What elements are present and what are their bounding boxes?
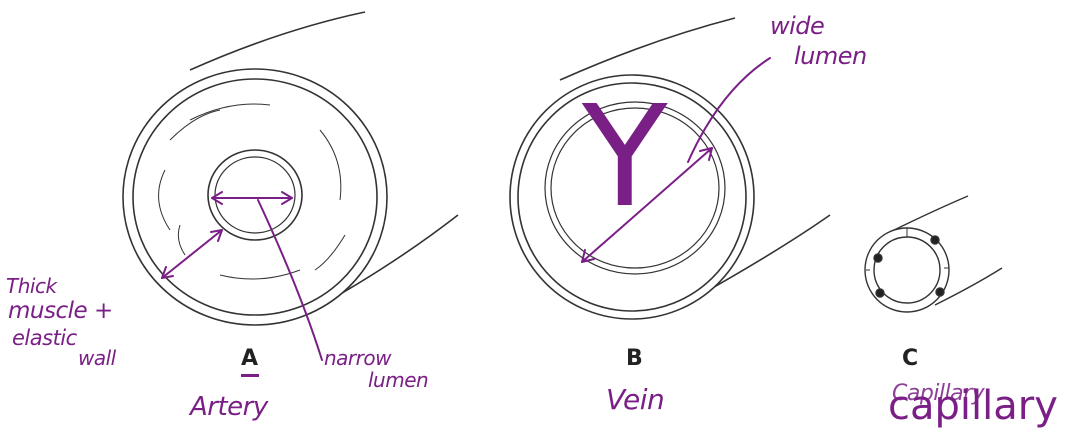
vessel-letter-b: B xyxy=(626,346,643,371)
lumen-b-note-line1: wide xyxy=(770,14,824,38)
artery-note: Artery xyxy=(190,394,268,420)
lumen-b-note-line2: lumen xyxy=(794,44,867,68)
vein-note: Vein xyxy=(606,386,664,414)
big-letter-b: Y xyxy=(582,88,668,228)
lumen-a-note-line1: narrow xyxy=(324,348,391,368)
artery-drawing xyxy=(123,12,458,325)
underline-a xyxy=(241,374,259,377)
vein-drawing xyxy=(510,18,830,319)
capillary-drawing xyxy=(865,196,1002,312)
vessel-letter-a: A xyxy=(241,346,258,371)
wall-a-note-line2: muscle + xyxy=(8,300,113,323)
capillary-note: capillary xyxy=(888,386,1058,426)
wall-a-note-line3: elastic xyxy=(12,328,77,349)
vessel-letter-c: C xyxy=(902,346,918,371)
wall-a-note-line1: Thick xyxy=(6,276,57,296)
wall-a-note-line4: wall xyxy=(78,348,116,368)
lumen-a-note-line2: lumen xyxy=(368,370,428,390)
